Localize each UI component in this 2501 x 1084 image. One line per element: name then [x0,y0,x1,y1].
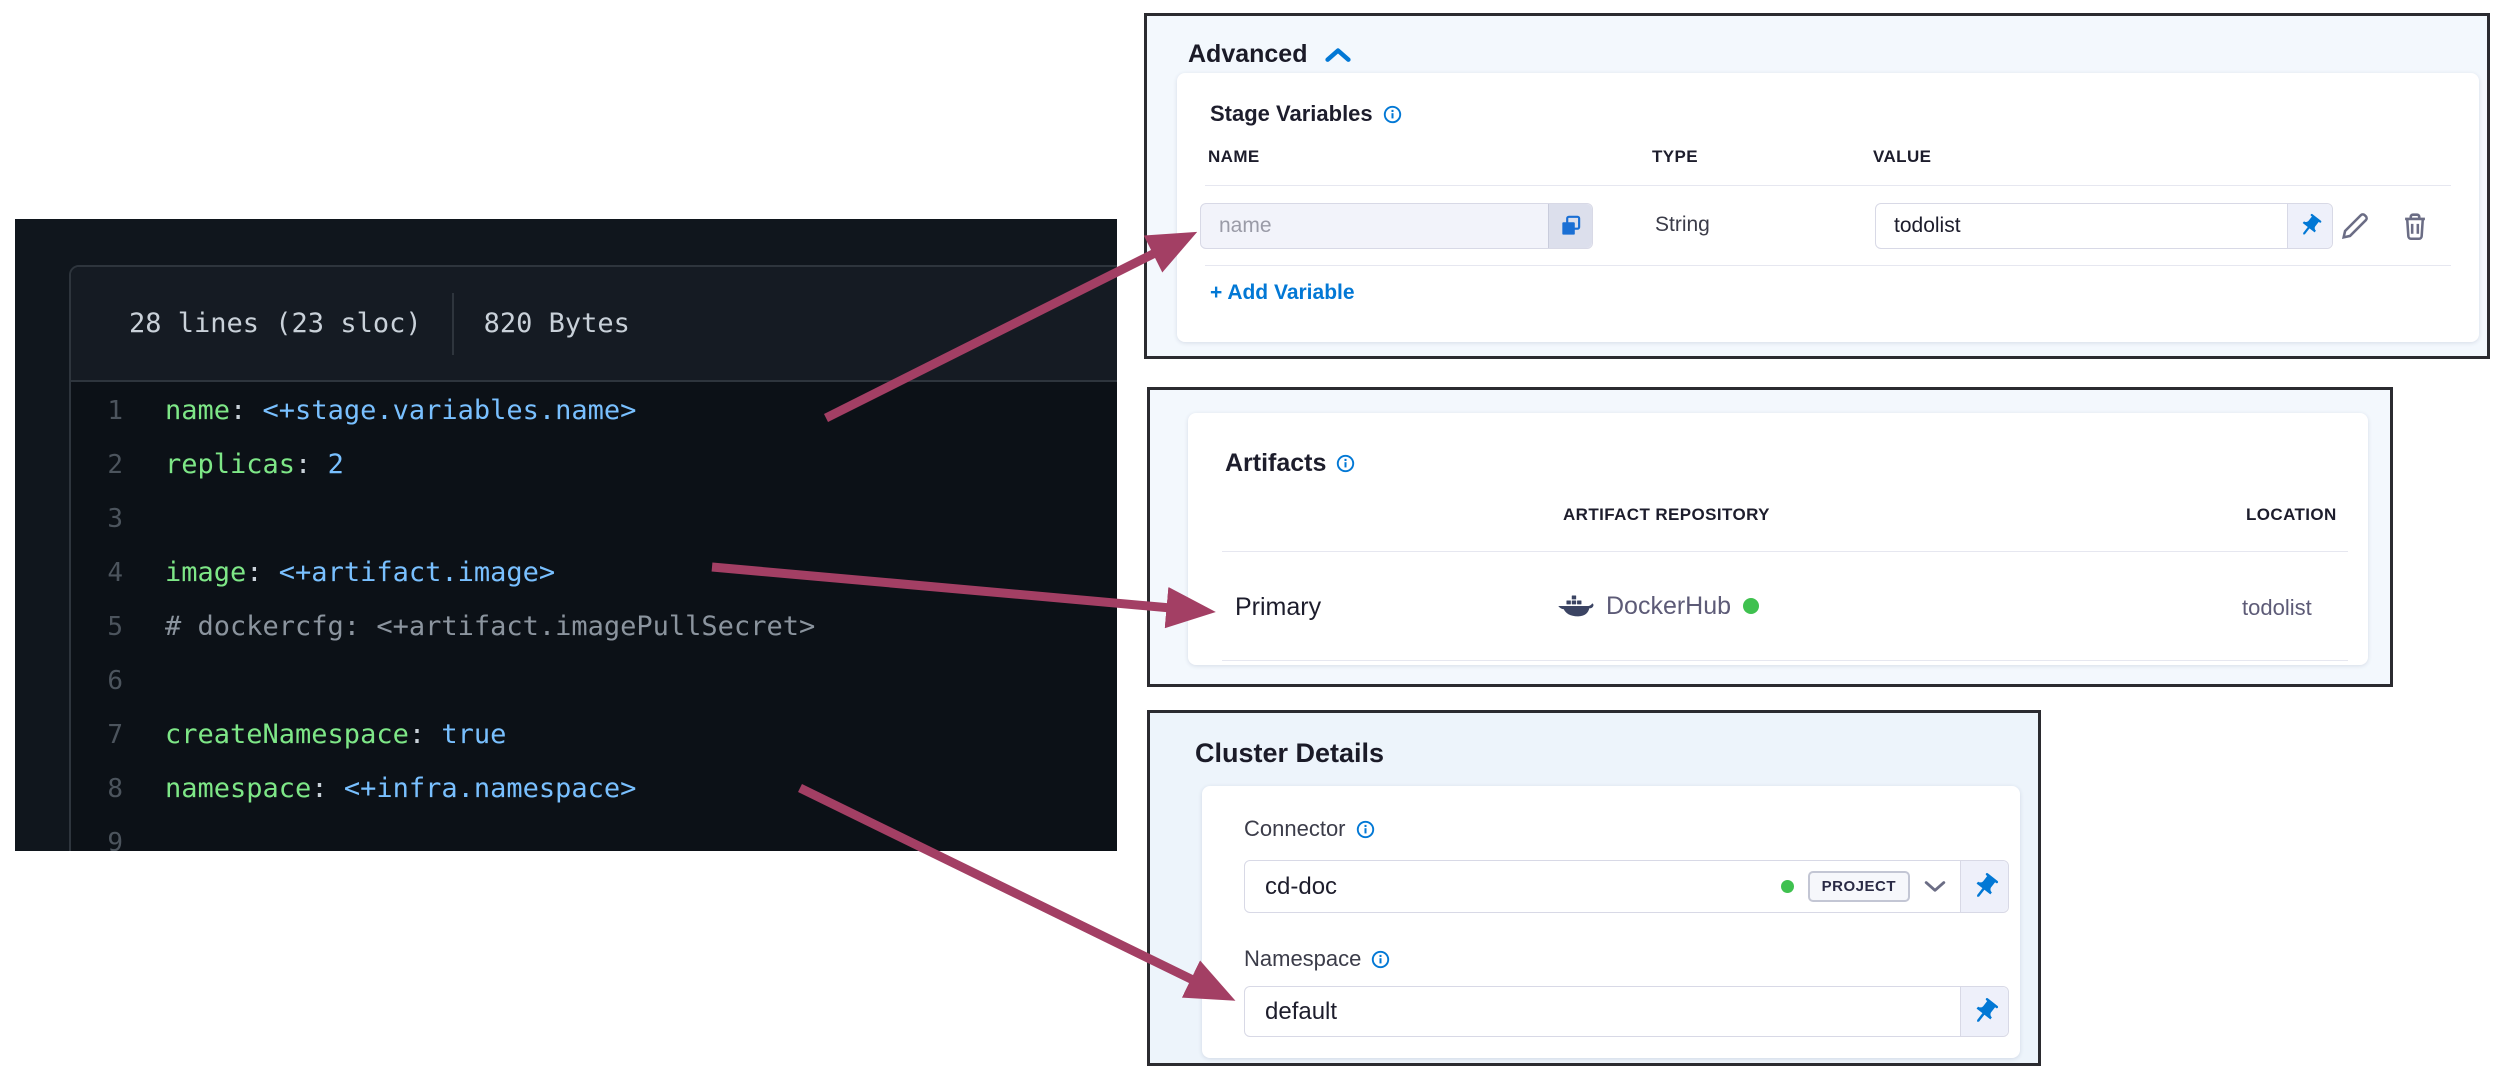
line-number: 4 [107,558,123,588]
artifacts-heading: Artifacts [1225,449,1355,478]
variable-value-input[interactable] [1876,204,2332,248]
line-number: 5 [107,612,123,642]
artifact-location: todolist [2242,595,2312,620]
artifacts-card: Artifacts ARTIFACT REPOSITORY LOCATION P… [1188,413,2368,665]
edit-icon[interactable] [2338,209,2372,243]
line-number: 8 [107,774,123,804]
copy-button[interactable] [1548,204,1592,248]
divider [1222,660,2348,661]
stage-variables-card: Stage Variables NAME TYPE VALUE String [1177,73,2479,342]
column-header-location: LOCATION [2246,505,2337,524]
code-line: 3 [71,492,1117,546]
namespace-input[interactable] [1245,987,2008,1036]
pin-button[interactable] [2287,204,2332,248]
cluster-details-panel: Cluster Details Connector PROJECT Namesp… [1147,710,2041,1066]
copy-icon [1561,215,1580,235]
connector-extras: PROJECT [1780,861,1960,912]
column-header-artifact-repository: ARTIFACT REPOSITORY [1563,505,1770,524]
artifacts-label: Artifacts [1225,449,1327,477]
line-number: 9 [107,828,123,851]
artifact-repository-cell: DockerHub [1556,591,1760,621]
pin-icon [1976,872,1998,897]
variable-type: String [1655,213,1710,236]
cluster-details-title: Cluster Details [1195,738,1385,768]
column-header-type: TYPE [1652,147,1699,166]
divider [1205,185,2451,186]
advanced-accordion-header[interactable]: Advanced [1188,40,1352,69]
info-icon[interactable] [1356,820,1375,839]
line-number: 7 [107,720,123,750]
stage-variables-label: Stage Variables [1210,101,1373,126]
scope-badge: PROJECT [1807,871,1910,902]
line-number: 2 [107,450,123,480]
pin-icon [2302,213,2322,235]
code-line: 6 [71,654,1117,708]
pin-button[interactable] [1960,861,2008,912]
file-lines-info: 28 lines (23 sloc) [129,308,422,339]
file-meta-header: 28 lines (23 sloc) 820 Bytes [71,267,1117,382]
info-icon[interactable] [1336,454,1355,473]
variable-value-input-wrap [1875,203,2333,249]
connector-label-row: Connector [1244,816,1375,842]
artifact-row-label: Primary [1235,593,1322,621]
header-divider [451,292,454,355]
variable-name-input-wrap [1200,203,1593,249]
add-variable-button[interactable]: + Add Variable [1210,281,1355,304]
connector-label: Connector [1244,816,1346,841]
code-line: 9 [71,816,1117,851]
stage-variables-heading: Stage Variables [1210,101,1402,127]
cluster-details-card: Connector PROJECT Namespace [1202,786,2020,1058]
file-size-info: 820 Bytes [483,308,630,339]
line-number: 3 [107,504,123,534]
advanced-panel: Advanced Stage Variables NAME TYPE VALUE… [1144,13,2490,359]
namespace-input-wrap [1244,986,2009,1037]
connector-input-wrap: PROJECT [1244,860,2009,913]
column-header-name: NAME [1208,147,1260,166]
namespace-label: Namespace [1244,946,1362,971]
pin-icon [1976,997,1998,1022]
line-number: 1 [107,396,123,426]
namespace-label-row: Namespace [1244,946,1390,972]
code-line: 5# dockercfg: <+artifact.imagePullSecret… [71,600,1117,654]
chevron-up-icon[interactable] [1325,46,1352,63]
advanced-title: Advanced [1188,40,1308,68]
column-header-value: VALUE [1873,147,1932,166]
artifacts-panel: Artifacts ARTIFACT REPOSITORY LOCATION P… [1147,387,2393,687]
artifact-repository-name: DockerHub [1606,591,1732,620]
info-icon[interactable] [1383,105,1402,124]
info-icon[interactable] [1371,950,1390,969]
divider [1205,265,2451,266]
delete-icon[interactable] [2398,209,2432,243]
chevron-down-icon[interactable] [1924,880,1946,894]
status-dot-icon [1780,880,1794,893]
pin-button[interactable] [1960,987,2008,1036]
variable-name-input[interactable] [1201,204,1592,248]
divider [1222,551,2348,552]
docker-whale-icon [1558,595,1594,617]
status-dot-icon [1743,598,1760,614]
line-number: 6 [107,666,123,696]
